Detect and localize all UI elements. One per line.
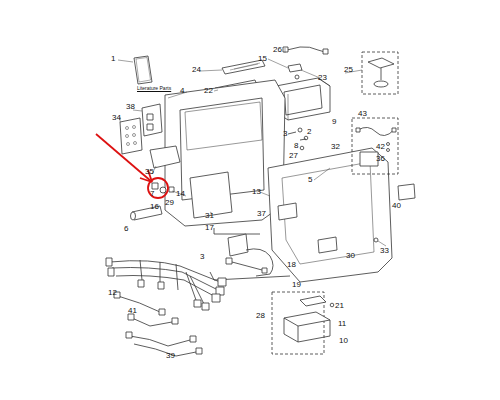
callout-number: 1 bbox=[111, 55, 115, 63]
callout-number: 37 bbox=[257, 210, 266, 218]
callout-number: 16 bbox=[150, 203, 159, 211]
callout-number: 8 bbox=[294, 142, 298, 150]
callout-number: 14 bbox=[176, 190, 185, 198]
callout-number: 26 bbox=[273, 46, 282, 54]
callout-number: 38 bbox=[126, 103, 135, 111]
callout-number: 15 bbox=[258, 55, 267, 63]
callout-number: 3 bbox=[200, 253, 204, 261]
literature-caption: Literature Parts bbox=[137, 86, 171, 91]
callout-number: 3 bbox=[283, 130, 287, 138]
callout-number: 34 bbox=[112, 114, 121, 122]
callout-number: 42 bbox=[376, 143, 385, 151]
callout-number: 21 bbox=[335, 302, 344, 310]
callout-number: 32 bbox=[331, 143, 340, 151]
callout-number: 4 bbox=[180, 87, 184, 95]
callout-number: 17 bbox=[205, 224, 214, 232]
callout-number: 18 bbox=[287, 261, 296, 269]
callout-number: 41 bbox=[128, 307, 137, 315]
callout-number: 30 bbox=[346, 252, 355, 260]
callout-number: 31 bbox=[205, 212, 214, 220]
callout-number: 11 bbox=[338, 320, 346, 328]
callout-number: 23 bbox=[318, 74, 327, 82]
callout-number: 19 bbox=[292, 281, 301, 289]
callout-number: 22 bbox=[204, 87, 213, 95]
callout-number: 10 bbox=[339, 337, 348, 345]
callout-number: 25 bbox=[344, 66, 353, 74]
callout-number: 27 bbox=[289, 152, 298, 160]
callout-number: 13 bbox=[252, 188, 261, 196]
callout-number: 43 bbox=[358, 110, 367, 118]
callout-number: 24 bbox=[192, 66, 201, 74]
callout-number: 28 bbox=[256, 312, 265, 320]
callout-number: 33 bbox=[380, 247, 389, 255]
callout-number: 39 bbox=[166, 352, 175, 360]
callout-number: 5 bbox=[308, 176, 312, 184]
callout-number: 6 bbox=[124, 225, 128, 233]
callout-number: 40 bbox=[392, 202, 401, 210]
callout-number: 7 bbox=[150, 190, 154, 198]
callout-number: 2 bbox=[307, 128, 311, 136]
callout-number: 29 bbox=[165, 199, 174, 207]
callout-number: 36 bbox=[376, 155, 385, 163]
callout-number: 12 bbox=[108, 289, 117, 297]
callout-number: 35 bbox=[145, 168, 154, 176]
callout-number: 9 bbox=[332, 118, 336, 126]
